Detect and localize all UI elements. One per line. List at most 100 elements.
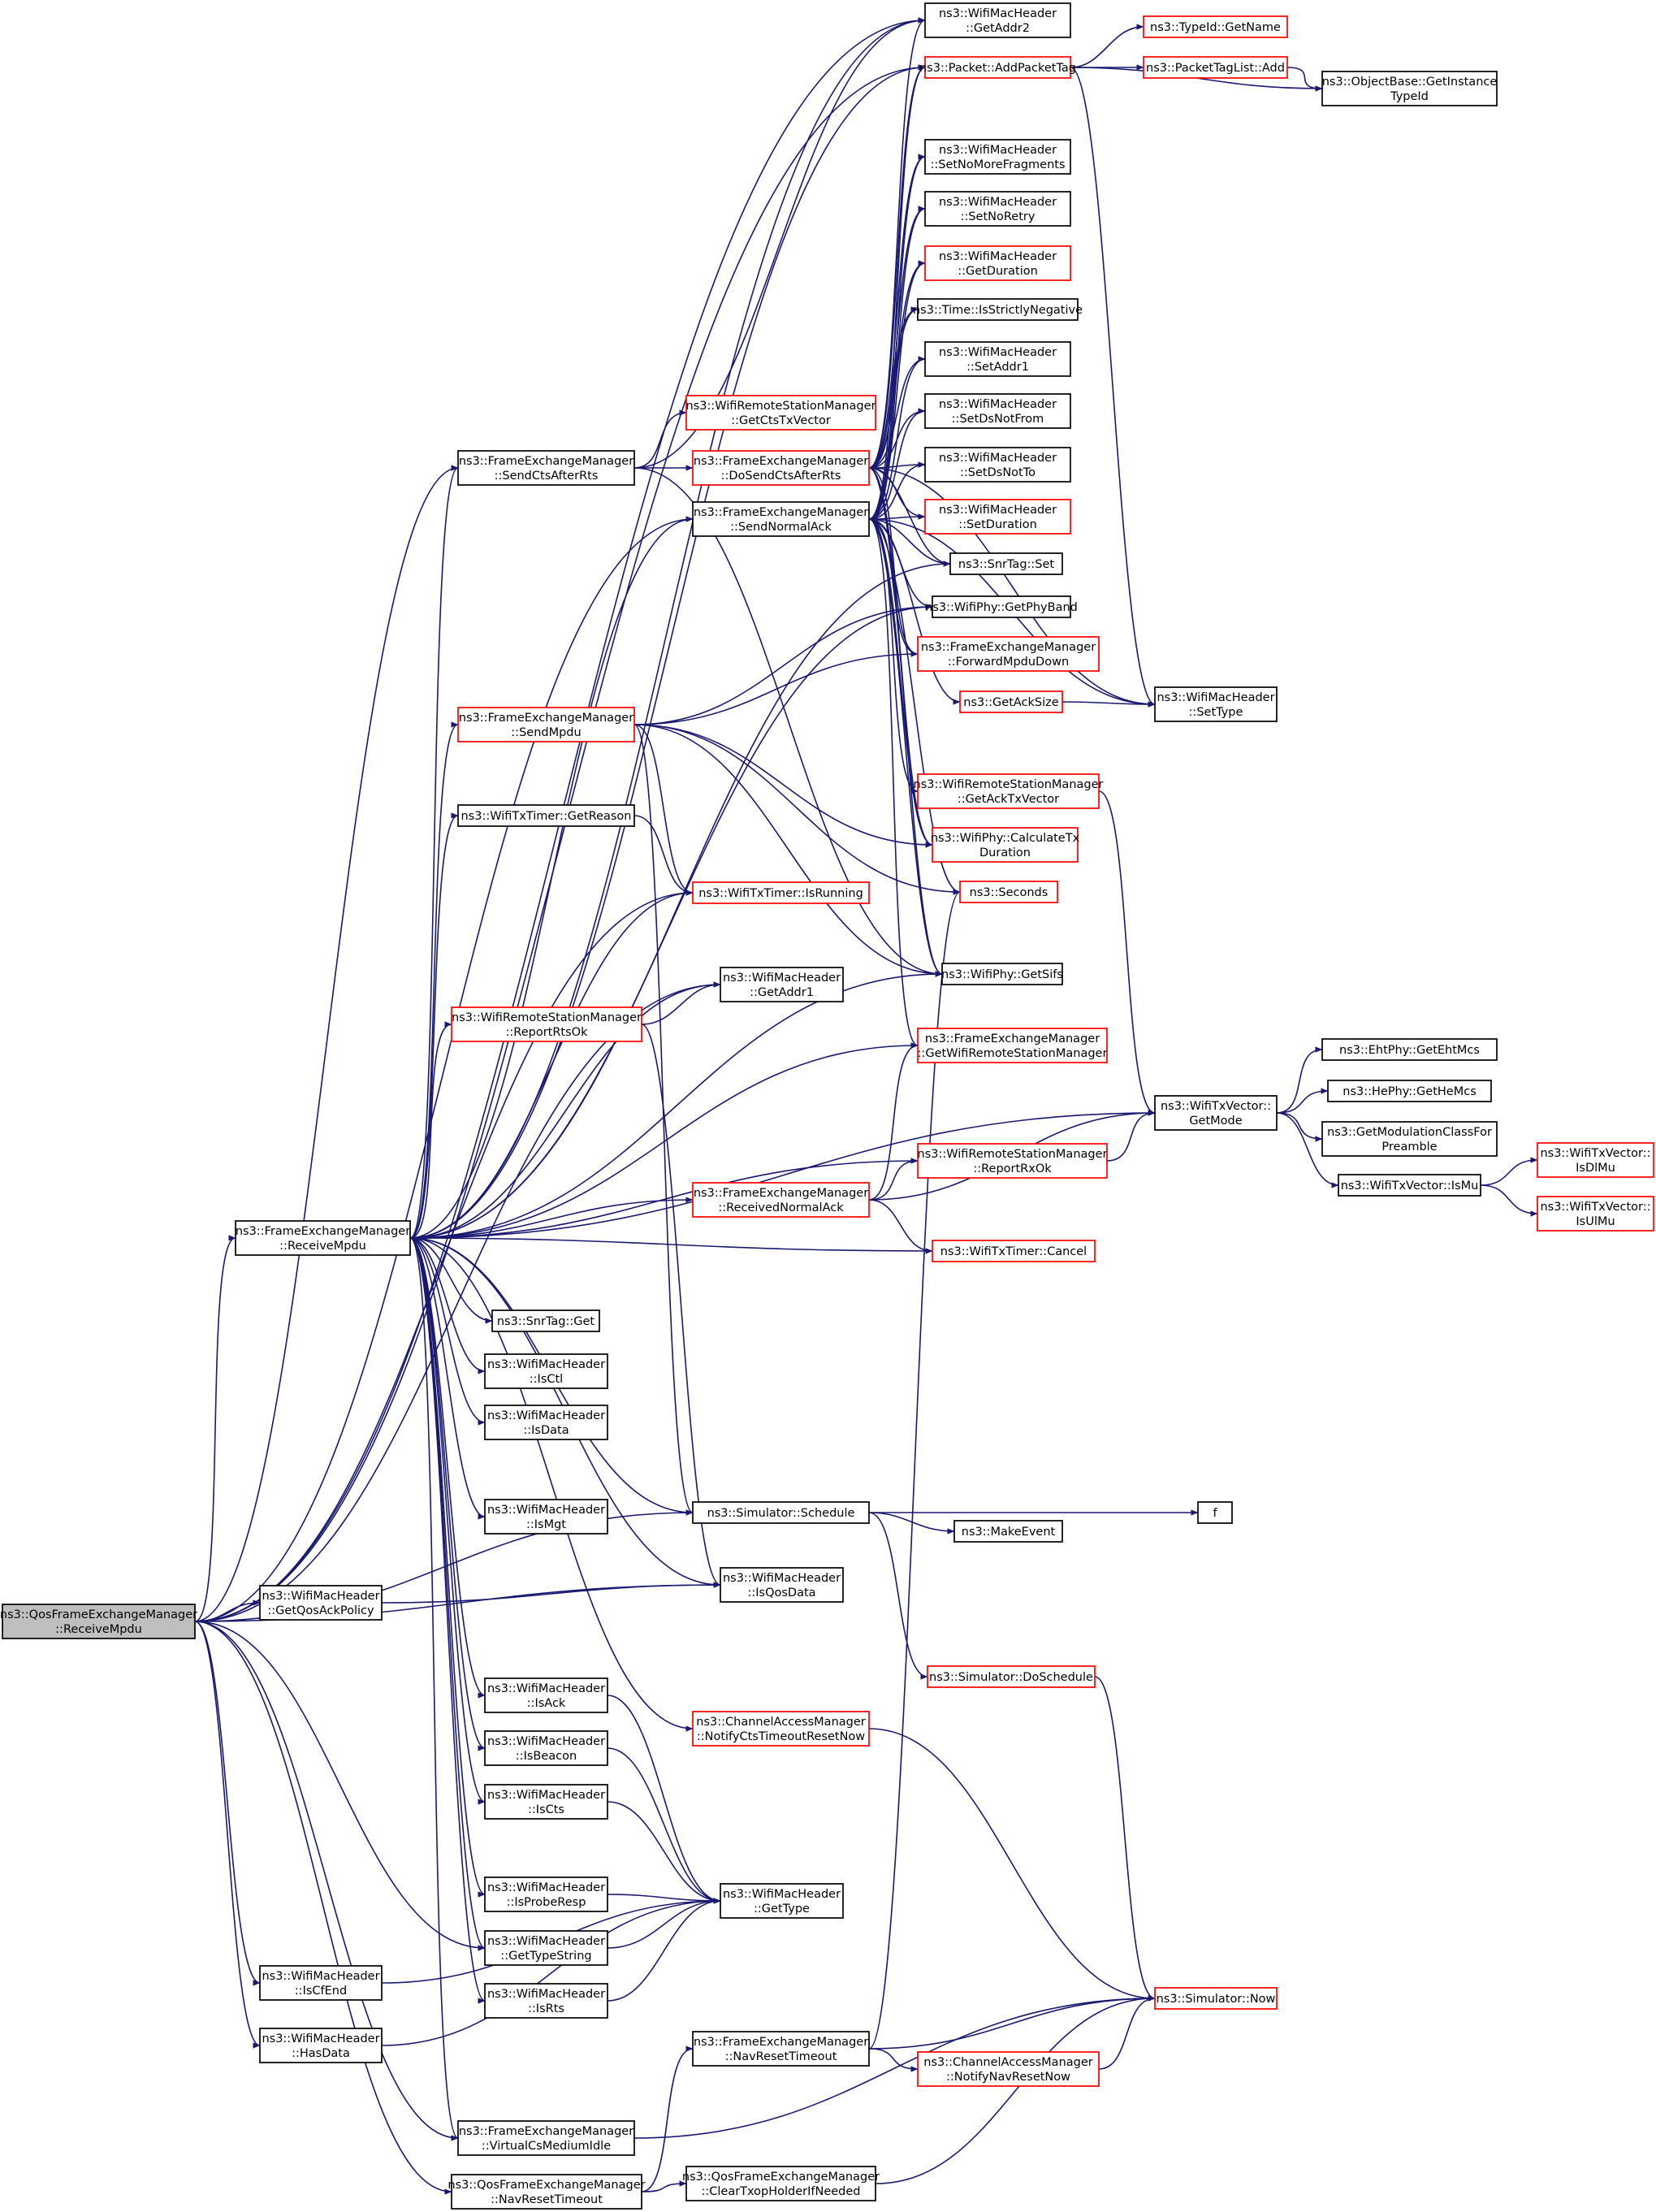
edge-DoSendCtsAfterRts-to-SetNoMoreFragments bbox=[868, 154, 926, 469]
node-label: ::IsCtl bbox=[530, 1373, 563, 1386]
node-label: ns3::WifiRemoteStationManager bbox=[686, 400, 876, 413]
node-is-running[interactable]: ns3::WifiTxTimer::IsRunning bbox=[692, 881, 870, 904]
node-get-addr1[interactable]: ns3::WifiMacHeader::GetAddr1 bbox=[720, 967, 844, 1002]
node-set-addr1[interactable]: ns3::WifiMacHeader::SetAddr1 bbox=[924, 341, 1071, 377]
node-root[interactable]: ns3::QosFrameExchangeManager::ReceiveMpd… bbox=[0, 1604, 197, 1639]
edge-VirtualCsMediumIdle-to-Now bbox=[633, 1995, 1156, 2139]
node-is-ack[interactable]: ns3::WifiMacHeader::IsAck bbox=[484, 1677, 608, 1713]
node-label: ::SendNormalAck bbox=[730, 521, 832, 534]
node-get-he-mcs[interactable]: ns3::HePhy::GetHeMcs bbox=[1327, 1080, 1492, 1102]
node-get-type[interactable]: ns3::WifiMacHeader::GetType bbox=[720, 1883, 844, 1919]
node-do-schedule[interactable]: ns3::Simulator::DoSchedule bbox=[927, 1665, 1096, 1688]
node-get-sifs[interactable]: ns3::WifiPhy::GetSifs bbox=[941, 963, 1063, 985]
node-has-data[interactable]: ns3::WifiMacHeader::HasData bbox=[259, 2028, 383, 2063]
edge-ReceiveMpdu-to-GetTypeString bbox=[409, 1237, 486, 1951]
node-is-mgt[interactable]: ns3::WifiMacHeader::IsMgt bbox=[484, 1499, 608, 1535]
node-label: ::GetAckTxVector bbox=[958, 793, 1059, 806]
edge-Schedule-to-DoSchedule bbox=[868, 1512, 928, 1680]
node-box bbox=[917, 1028, 1108, 1063]
edge-ReceiveMpdu-to-SendMpdu bbox=[409, 721, 459, 1239]
node-label: ns3::QosFrameExchangeManager bbox=[682, 2171, 880, 2184]
node-box bbox=[1154, 1987, 1278, 2010]
node-is-dl-mu[interactable]: ns3::WifiTxVector::IsDlMu bbox=[1537, 1142, 1654, 1178]
node-f[interactable]: f bbox=[1197, 1501, 1233, 1524]
node-report-rts-ok[interactable]: ns3::WifiRemoteStationManager::ReportRts… bbox=[451, 1006, 642, 1042]
edge-ReportRtsOk-to-IsQosData bbox=[641, 1024, 721, 1588]
node-label: ::IsCfEnd bbox=[295, 1985, 347, 1998]
node-clear-txop-holder[interactable]: ns3::QosFrameExchangeManager::ClearTxopH… bbox=[682, 2166, 880, 2201]
node-virtual-cs-medium-idle[interactable]: ns3::FrameExchangeManager::VirtualCsMedi… bbox=[457, 2120, 635, 2156]
node-seconds[interactable]: ns3::Seconds bbox=[959, 881, 1058, 903]
node-box bbox=[692, 881, 870, 904]
edge-ReceiveMpdu-to-IsProbeResp bbox=[409, 1237, 486, 1898]
node-is-data[interactable]: ns3::WifiMacHeader::IsData bbox=[484, 1405, 608, 1440]
node-send-cts-after-rts[interactable]: ns3::FrameExchangeManager::SendCtsAfterR… bbox=[457, 450, 635, 486]
edge-QosNavResetTimeout-to-FemNavResetTimeout bbox=[641, 2045, 694, 2193]
node-notify-cts-timeout-reset-now[interactable]: ns3::ChannelAccessManager::NotifyCtsTime… bbox=[692, 1711, 870, 1747]
node-snr-tag-get[interactable]: ns3::SnrTag::Get bbox=[491, 1309, 600, 1332]
node-forward-mpdu-down[interactable]: ns3::FrameExchangeManager::ForwardMpduDo… bbox=[917, 636, 1100, 672]
node-is-qos-data[interactable]: ns3::WifiMacHeader::IsQosData bbox=[720, 1567, 844, 1603]
node-box bbox=[259, 1965, 383, 2001]
edge-SendNormalAck-to-CalculateTxDuration bbox=[868, 518, 933, 848]
node-get-phy-band[interactable]: ns3::WifiPhy::GetPhyBand bbox=[925, 595, 1078, 618]
node-schedule[interactable]: ns3::Simulator::Schedule bbox=[692, 1501, 870, 1524]
node-get-wifi-remote-station-manager[interactable]: ns3::FrameExchangeManager::GetWifiRemote… bbox=[917, 1028, 1108, 1063]
node-label: ns3::WifiMacHeader bbox=[939, 7, 1057, 20]
node-received-normal-ack[interactable]: ns3::FrameExchangeManager::ReceivedNorma… bbox=[692, 1182, 870, 1218]
node-is-cf-end[interactable]: ns3::WifiMacHeader::IsCfEnd bbox=[259, 1965, 383, 2001]
edge-ReceiveMpdu-to-GetPhyBand bbox=[409, 604, 933, 1239]
node-notify-nav-reset-now[interactable]: ns3::ChannelAccessManager::NotifyNavRese… bbox=[917, 2051, 1100, 2087]
node-get-mode[interactable]: ns3::WifiTxVector::GetMode bbox=[1154, 1095, 1278, 1131]
node-box bbox=[484, 1983, 608, 2019]
node-label: ::SetAddr1 bbox=[966, 361, 1029, 374]
node-send-normal-ack[interactable]: ns3::FrameExchangeManager::SendNormalAck bbox=[692, 501, 870, 537]
node-is-mu[interactable]: ns3::WifiTxVector::IsMu bbox=[1338, 1174, 1481, 1197]
node-cancel[interactable]: ns3::WifiTxTimer::Cancel bbox=[932, 1240, 1096, 1262]
node-receive-mpdu[interactable]: ns3::FrameExchangeManager::ReceiveMpdu bbox=[235, 1220, 411, 1256]
node-fem-nav-reset-timeout[interactable]: ns3::FrameExchangeManager::NavResetTimeo… bbox=[692, 2031, 870, 2067]
node-set-type[interactable]: ns3::WifiMacHeader::SetType bbox=[1154, 686, 1278, 722]
node-do-send-cts-after-rts[interactable]: ns3::FrameExchangeManager::DoSendCtsAfte… bbox=[692, 450, 870, 486]
node-get-addr2[interactable]: ns3::WifiMacHeader::GetAddr2 bbox=[924, 2, 1071, 38]
node-is-cts[interactable]: ns3::WifiMacHeader::IsCts bbox=[484, 1784, 608, 1820]
node-make-event[interactable]: ns3::MakeEvent bbox=[953, 1520, 1063, 1543]
node-get-name[interactable]: ns3::TypeId::GetName bbox=[1143, 15, 1288, 38]
node-label: ::GetCtsTxVector bbox=[731, 414, 831, 427]
node-is-beacon[interactable]: ns3::WifiMacHeader::IsBeacon bbox=[484, 1730, 608, 1766]
node-get-cts-tx-vector[interactable]: ns3::WifiRemoteStationManager::GetCtsTxV… bbox=[685, 395, 876, 431]
node-now[interactable]: ns3::Simulator::Now bbox=[1154, 1987, 1278, 2010]
node-packet-tag-list-add[interactable]: ns3::PacketTagList::Add bbox=[1143, 56, 1288, 79]
node-get-eht-mcs[interactable]: ns3::EhtPhy::GetEhtMcs bbox=[1321, 1038, 1498, 1061]
node-add-packet-tag[interactable]: ns3::Packet::AddPacketTag bbox=[919, 56, 1076, 79]
node-label: ns3::WifiMacHeader bbox=[939, 398, 1057, 411]
node-is-ul-mu[interactable]: ns3::WifiTxVector::IsUlMu bbox=[1537, 1196, 1654, 1232]
node-set-no-retry[interactable]: ns3::WifiMacHeader::SetNoRetry bbox=[924, 191, 1071, 227]
node-get-type-string[interactable]: ns3::WifiMacHeader::GetTypeString bbox=[484, 1930, 608, 1966]
node-set-ds-not-from[interactable]: ns3::WifiMacHeader::SetDsNotFrom bbox=[924, 393, 1071, 429]
node-label: ns3::QosFrameExchangeManager bbox=[0, 1608, 197, 1621]
node-get-duration[interactable]: ns3::WifiMacHeader::GetDuration bbox=[924, 245, 1071, 281]
node-get-ack-tx-vector[interactable]: ns3::WifiRemoteStationManager::GetAckTxV… bbox=[914, 773, 1104, 809]
node-is-probe-resp[interactable]: ns3::WifiMacHeader::IsProbeResp bbox=[484, 1877, 608, 1912]
node-box bbox=[917, 773, 1100, 809]
edge-ReceiveMpdu-to-ReceivedNormalAck bbox=[409, 1197, 694, 1239]
node-report-rx-ok[interactable]: ns3::WifiRemoteStationManager::ReportRxO… bbox=[917, 1143, 1108, 1179]
node-is-rts[interactable]: ns3::WifiMacHeader::IsRts bbox=[484, 1983, 608, 2019]
node-is-strictly-negative[interactable]: ns3::Time::IsStrictlyNegative bbox=[913, 298, 1083, 321]
node-set-duration[interactable]: ns3::WifiMacHeader::SetDuration bbox=[924, 499, 1071, 535]
node-get-qos-ack-policy[interactable]: ns3::WifiMacHeader::GetQosAckPolicy bbox=[259, 1585, 383, 1621]
node-is-ctl[interactable]: ns3::WifiMacHeader::IsCtl bbox=[484, 1353, 608, 1389]
node-get-ack-size[interactable]: ns3::GetAckSize bbox=[959, 690, 1063, 713]
node-set-no-more-fragments[interactable]: ns3::WifiMacHeader::SetNoMoreFragments bbox=[924, 139, 1071, 175]
node-label: ns3::WifiMacHeader bbox=[939, 504, 1057, 517]
node-set-ds-not-to[interactable]: ns3::WifiMacHeader::SetDsNotTo bbox=[924, 447, 1071, 483]
node-get-reason[interactable]: ns3::WifiTxTimer::GetReason bbox=[457, 804, 635, 827]
node-send-mpdu[interactable]: ns3::FrameExchangeManager::SendMpdu bbox=[457, 707, 635, 742]
edge-ReceiveMpdu-to-SendNormalAck bbox=[409, 516, 694, 1239]
node-qos-nav-reset-timeout[interactable]: ns3::QosFrameExchangeManager::NavResetTi… bbox=[448, 2174, 646, 2210]
node-snr-tag-set[interactable]: ns3::SnrTag::Set bbox=[949, 552, 1063, 575]
